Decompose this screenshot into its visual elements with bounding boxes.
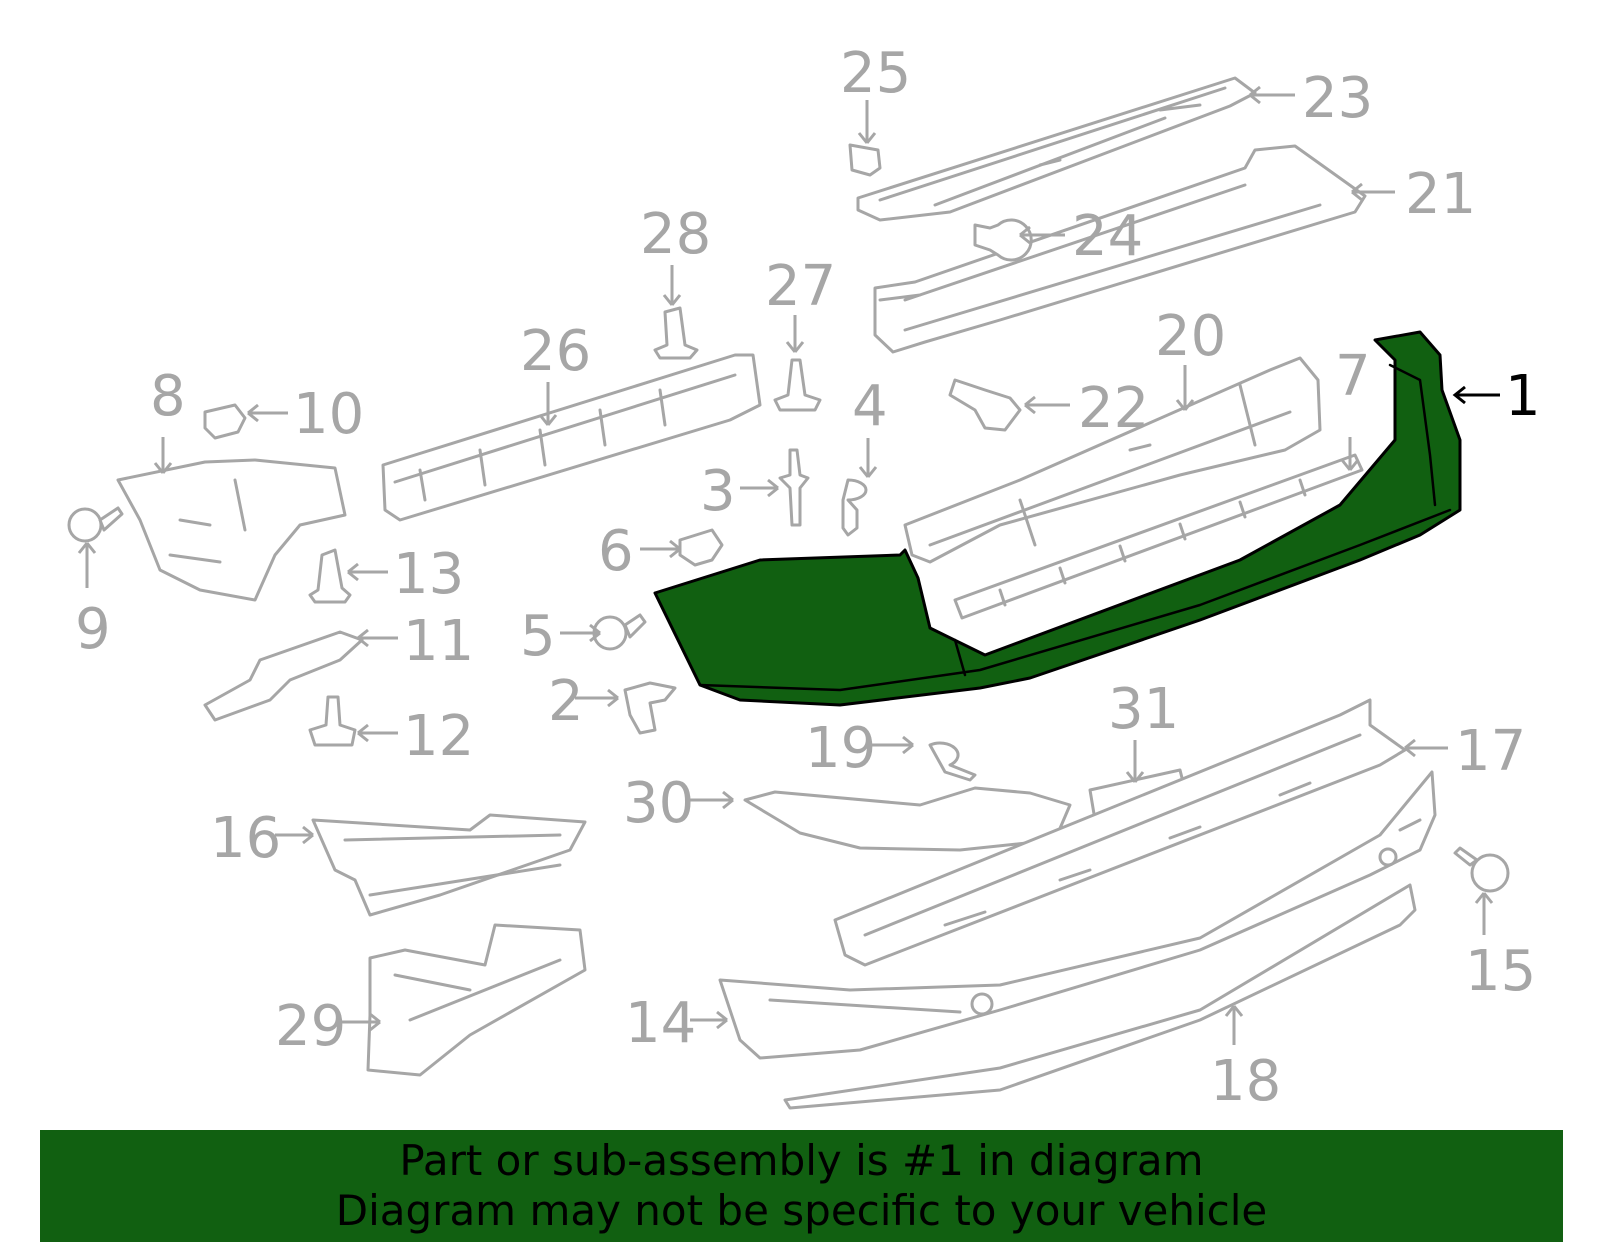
part-8-side-bracket <box>116 458 347 602</box>
leader-20 <box>1175 365 1195 411</box>
part-9-screw <box>67 506 124 543</box>
callout-22: 22 <box>1078 376 1149 441</box>
part-27-push-pin <box>773 358 822 412</box>
callout-13: 13 <box>393 542 464 607</box>
part-28-nut <box>653 306 699 360</box>
leader-4 <box>858 438 878 478</box>
callout-21: 21 <box>1405 162 1476 227</box>
part-29-bracket <box>366 923 587 1077</box>
part-6-nut <box>678 528 724 567</box>
part-24-screw <box>973 218 1033 262</box>
leader-8 <box>153 437 173 474</box>
callout-10: 10 <box>293 382 364 447</box>
callout-11: 11 <box>403 609 474 674</box>
leader-31 <box>1125 740 1145 783</box>
part-1-bumper-cover <box>653 330 1462 707</box>
part-22-bolt <box>948 378 1022 432</box>
leader-2 <box>575 688 619 708</box>
leader-24 <box>1019 225 1065 245</box>
callout-6: 6 <box>598 519 634 584</box>
leader-17 <box>1404 738 1448 758</box>
banner-line-2: Diagram may not be specific to your vehi… <box>335 1186 1268 1235</box>
part-11-bracket <box>203 630 364 722</box>
callout-1: 1 <box>1505 364 1541 429</box>
part-5-screw <box>592 613 647 651</box>
callout-12: 12 <box>403 704 474 769</box>
leader-9 <box>77 542 97 588</box>
callout-20: 20 <box>1155 304 1226 369</box>
part-30-reflector <box>743 786 1072 852</box>
leader-11 <box>357 628 398 648</box>
leader-19 <box>870 735 914 755</box>
part-14-lower-valance <box>718 770 1437 1060</box>
leader-25 <box>857 100 877 144</box>
leader-3 <box>740 478 779 498</box>
part-10-nut <box>203 403 247 440</box>
leader-27 <box>785 315 805 353</box>
callout-15: 15 <box>1465 939 1536 1004</box>
part-16-bracket <box>311 813 587 917</box>
callout-28: 28 <box>640 202 711 267</box>
callout-7: 7 <box>1335 344 1371 409</box>
callout-14: 14 <box>625 991 696 1056</box>
callout-2: 2 <box>548 669 584 734</box>
leader-13 <box>347 562 388 582</box>
callout-19: 19 <box>805 716 876 781</box>
part-3-push-rivet <box>778 448 810 527</box>
leader-30 <box>690 790 734 810</box>
callout-31: 31 <box>1108 677 1179 742</box>
leader-16 <box>275 825 314 845</box>
leader-21 <box>1351 182 1395 202</box>
leader-26 <box>538 382 558 426</box>
callout-26: 26 <box>520 319 591 384</box>
leader-10 <box>247 403 288 423</box>
part-21-impact-bar <box>873 144 1367 354</box>
callout-3: 3 <box>700 459 736 524</box>
part-18-lower-trim <box>783 883 1417 1110</box>
callout-23: 23 <box>1302 66 1373 131</box>
leader-29 <box>340 1012 381 1032</box>
leader-12 <box>357 723 398 743</box>
leader-1 <box>1452 385 1500 405</box>
part-15-screw <box>1453 846 1510 893</box>
leader-23 <box>1249 85 1295 105</box>
part-13-nut <box>308 548 352 604</box>
leader-5 <box>560 623 601 643</box>
leader-15 <box>1474 892 1494 935</box>
banner-line-1: Part or sub-assembly is #1 in diagram <box>399 1136 1204 1185</box>
leader-7 <box>1340 437 1360 471</box>
callout-5: 5 <box>520 604 556 669</box>
part-12-push-pin <box>308 695 357 747</box>
callout-24: 24 <box>1072 204 1143 269</box>
leader-14 <box>690 1010 728 1030</box>
callout-9: 9 <box>75 597 111 662</box>
callout-27: 27 <box>765 254 836 319</box>
part-25-nut <box>848 143 882 177</box>
callout-8: 8 <box>150 364 186 429</box>
callout-17: 17 <box>1455 719 1526 784</box>
leader-6 <box>640 539 681 559</box>
callout-16: 16 <box>210 806 281 871</box>
callout-30: 30 <box>623 771 694 836</box>
part-4-push-pin <box>841 478 868 537</box>
leader-28 <box>662 265 682 306</box>
leader-18 <box>1224 1005 1244 1045</box>
part-19-sensor-clip <box>928 741 977 782</box>
leader-22 <box>1024 395 1070 415</box>
callout-4: 4 <box>852 374 888 439</box>
part-20-energy-absorber <box>903 356 1322 564</box>
info-banner: Part or sub-assembly is #1 in diagram Di… <box>40 1130 1563 1242</box>
part-7-lower-strip <box>953 453 1364 620</box>
callout-18: 18 <box>1210 1049 1281 1114</box>
part-2-clip <box>623 681 677 735</box>
callout-25: 25 <box>840 41 911 106</box>
callout-29: 29 <box>275 994 346 1059</box>
part-23-absorber-strip <box>856 76 1257 222</box>
